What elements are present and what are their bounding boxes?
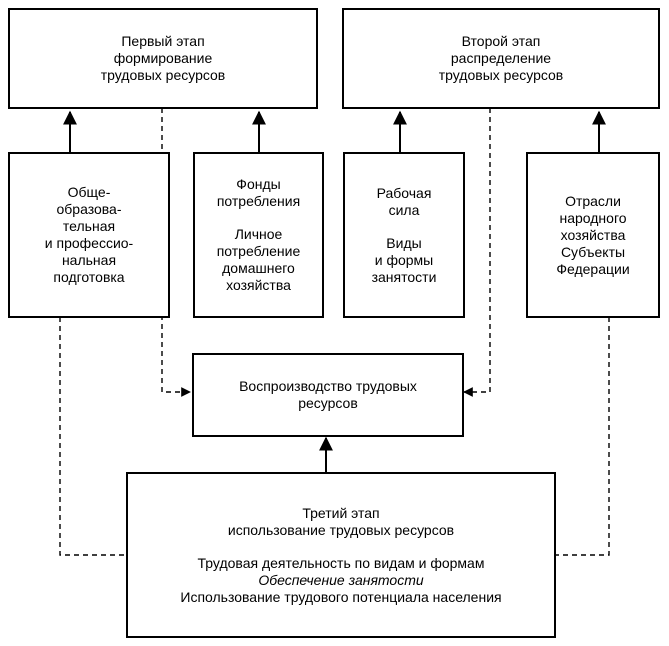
workforce-line: Рабочая bbox=[376, 184, 432, 201]
workforce-box: Рабочая сила Виды и формы занятости bbox=[343, 152, 465, 318]
sectors-line: Субъекты bbox=[560, 243, 626, 260]
education-line: подготовка bbox=[53, 269, 125, 285]
stage3-box: Третий этап использование трудовых ресур… bbox=[126, 472, 556, 638]
stage2-line: Второй этап bbox=[461, 33, 541, 49]
sectors-line: хозяйства bbox=[560, 226, 626, 243]
consumption-line: потребление bbox=[216, 243, 301, 259]
stage2-box: Второй этап распределение трудовых ресур… bbox=[342, 8, 660, 109]
consumption-box: Фонды потребления Личное потребление дом… bbox=[193, 152, 324, 318]
education-line: образова- bbox=[56, 201, 122, 217]
sectors-line: Отрасли bbox=[565, 192, 621, 209]
education-line: нальная bbox=[61, 252, 117, 268]
education-line: Обще- bbox=[67, 184, 111, 200]
education-line: и профессио- bbox=[44, 235, 134, 251]
stage1-line: Первый этап bbox=[121, 33, 205, 49]
education-box: Обще- образова- тельная и профессио- нал… bbox=[8, 152, 170, 318]
consumption-line: хозяйства bbox=[226, 277, 291, 293]
stage3-title-line: использование трудовых ресурсов bbox=[227, 521, 455, 538]
workforce-line: сила bbox=[388, 201, 420, 218]
stage3-title-line: Третий этап bbox=[302, 504, 380, 521]
reproduction-line: Воспроизводство трудовых bbox=[239, 378, 417, 394]
consumption-line: Личное bbox=[234, 226, 283, 242]
workforce-line: и формы bbox=[374, 251, 434, 268]
sectors-line: народного bbox=[559, 209, 627, 226]
workforce-line: занятости bbox=[371, 268, 437, 285]
sectors-box: Отрасли народного хозяйства Субъекты Фед… bbox=[526, 152, 660, 318]
education-line: тельная bbox=[62, 218, 116, 234]
reproduction-box: Воспроизводство трудовых ресурсов bbox=[192, 353, 464, 437]
dashed-stage2-to-reproduction bbox=[463, 108, 491, 397]
stage3-detail-line: Трудовая деятельность по видам и формам bbox=[197, 554, 485, 571]
consumption-line: Фонды bbox=[236, 176, 281, 192]
stage1-box: Первый этап формирование трудовых ресурс… bbox=[8, 8, 318, 109]
consumption-line: домашнего bbox=[222, 260, 295, 276]
consumption-line: потребления bbox=[216, 193, 301, 209]
sectors-line: Федерации bbox=[556, 260, 630, 277]
stage2-line: трудовых ресурсов bbox=[438, 67, 564, 83]
stage3-detail-line: Использование трудового потенциала насел… bbox=[180, 588, 502, 605]
stage3-detail-line: Обеспечение занятости bbox=[258, 571, 424, 588]
stage2-line: распределение bbox=[450, 50, 552, 66]
stage1-line: формирование bbox=[113, 50, 213, 66]
dashed-education-to-stage3 bbox=[59, 317, 126, 556]
reproduction-line: ресурсов bbox=[298, 395, 358, 411]
dashed-sectors-to-stage3 bbox=[556, 317, 610, 556]
stage1-line: трудовых ресурсов bbox=[100, 67, 226, 83]
workforce-line: Виды bbox=[386, 234, 422, 251]
